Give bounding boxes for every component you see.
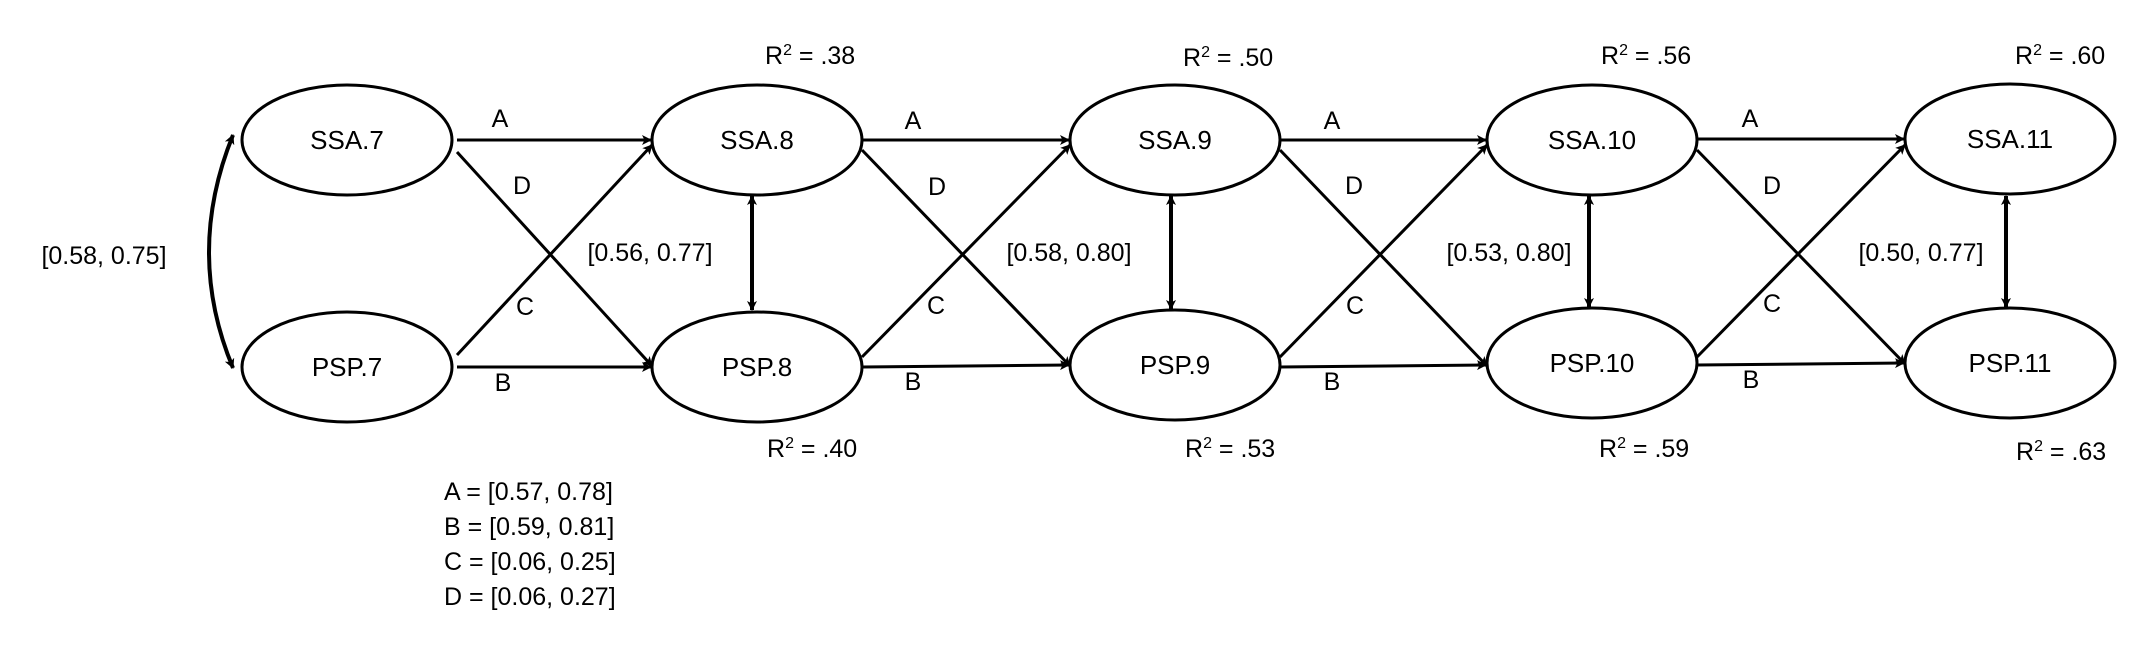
r-squared-ssa11: R2 = .60 xyxy=(2015,42,2105,70)
path-c-10-11 xyxy=(1695,143,1907,359)
node-psp11 xyxy=(1903,306,2117,420)
legend-line-b: B = [0.59, 0.81] xyxy=(444,513,614,541)
node-ssa9 xyxy=(1068,83,1282,197)
correlation-label-7: [0.58, 0.75] xyxy=(41,242,166,270)
node-ssa8 xyxy=(650,83,864,197)
path-b-9-10 xyxy=(1279,360,1487,371)
path-d-10-11 xyxy=(1695,148,1907,366)
r-squared-ssa9: R2 = .50 xyxy=(1183,44,1273,72)
path-label-b: B xyxy=(905,368,922,396)
path-label-a: A xyxy=(1324,107,1341,135)
r-squared-psp8: R2 = .40 xyxy=(767,435,857,463)
node-label-psp9: PSP.9 xyxy=(1140,350,1210,380)
r-squared-psp11: R2 = .63 xyxy=(2016,438,2106,466)
path-label-a: A xyxy=(905,107,922,135)
path-legend: A = [0.57, 0.78] B = [0.59, 0.81] C = [0… xyxy=(444,478,616,611)
node-label-psp7: PSP.7 xyxy=(312,352,382,382)
r-squared-psp9: R2 = .53 xyxy=(1185,435,1275,463)
path-label-b: B xyxy=(1743,366,1760,394)
path-label-d: D xyxy=(1345,172,1363,200)
node-label-psp11: PSP.11 xyxy=(1969,348,2052,378)
path-c-8-9 xyxy=(860,143,1072,359)
path-label-b: B xyxy=(495,369,512,397)
path-label-c: C xyxy=(516,293,534,321)
node-label-ssa7: SSA.7 xyxy=(310,125,384,155)
legend-line-c: C = [0.06, 0.25] xyxy=(444,548,616,576)
path-d-9-10 xyxy=(1278,148,1489,368)
correlation-label-8: [0.56, 0.77] xyxy=(587,239,712,267)
node-label-ssa11: SSA.11 xyxy=(1967,124,2053,154)
path-label-a: A xyxy=(1742,105,1759,133)
path-b-8-9 xyxy=(861,360,1070,371)
node-label-psp8: PSP.8 xyxy=(722,352,792,382)
node-ssa10 xyxy=(1485,83,1699,197)
node-psp7 xyxy=(240,310,454,424)
path-c-9-10 xyxy=(1278,143,1489,359)
r-squared-ssa10: R2 = .56 xyxy=(1601,42,1691,70)
path-label-c: C xyxy=(1763,290,1781,318)
r-squared-psp10: R2 = .59 xyxy=(1599,435,1689,463)
path-b-10-11 xyxy=(1696,358,1905,369)
path-d-8-9 xyxy=(860,148,1072,368)
node-psp8 xyxy=(650,310,864,424)
node-label-ssa10: SSA.10 xyxy=(1548,125,1636,155)
r-squared-ssa8: R2 = .38 xyxy=(765,42,855,70)
node-label-ssa9: SSA.9 xyxy=(1138,125,1212,155)
node-label-psp10: PSP.10 xyxy=(1550,348,1635,378)
correlation-arrow-7 xyxy=(207,134,235,369)
path-label-c: C xyxy=(927,292,945,320)
node-label-ssa8: SSA.8 xyxy=(720,125,794,155)
path-label-b: B xyxy=(1324,368,1341,396)
node-psp9 xyxy=(1068,308,1282,422)
correlation-label-9: [0.58, 0.80] xyxy=(1006,239,1131,267)
correlation-label-10: [0.53, 0.80] xyxy=(1446,239,1571,267)
path-label-c: C xyxy=(1346,292,1364,320)
path-label-d: D xyxy=(928,173,946,201)
node-ssa11 xyxy=(1903,82,2117,196)
path-d-7-8 xyxy=(455,150,654,368)
path-label-d: D xyxy=(513,172,531,200)
legend-line-a: A = [0.57, 0.78] xyxy=(444,478,613,506)
path-label-d: D xyxy=(1763,172,1781,200)
node-psp10 xyxy=(1485,306,1699,420)
node-ssa7 xyxy=(240,83,454,197)
path-c-7-8 xyxy=(455,143,654,357)
legend-line-d: D = [0.06, 0.27] xyxy=(444,583,616,611)
path-label-a: A xyxy=(492,105,509,133)
correlation-label-11: [0.50, 0.77] xyxy=(1858,239,1983,267)
